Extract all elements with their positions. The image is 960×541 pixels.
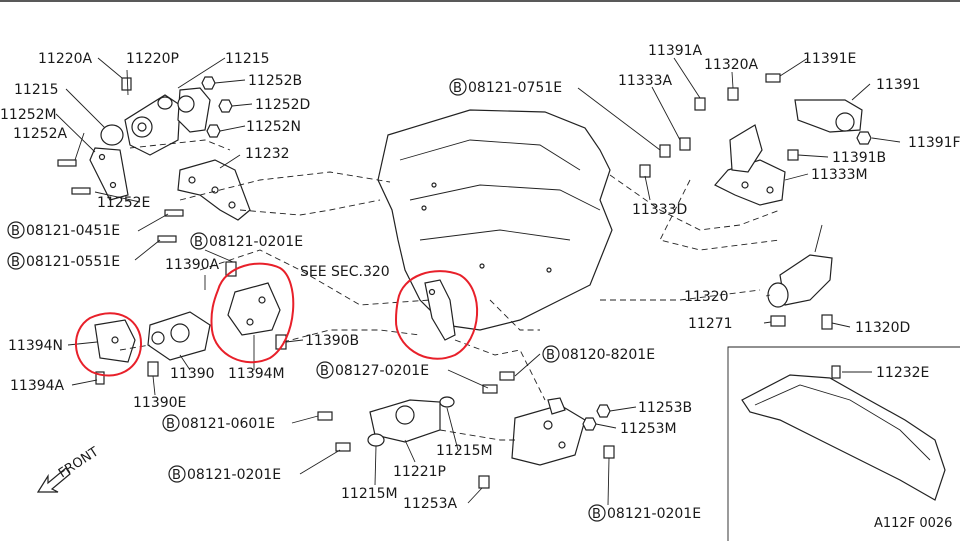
label-11221p: 11221P bbox=[393, 464, 446, 480]
engine-block bbox=[377, 109, 613, 331]
label-08121-0201e-c: 08121-0201E bbox=[187, 467, 281, 483]
label-11333d: 11333D bbox=[632, 202, 687, 218]
highlight-circle-center-bracket bbox=[394, 270, 479, 360]
label-11390a: 11390A bbox=[165, 257, 220, 273]
label-08121-0601e: 08121-0601E bbox=[181, 416, 275, 432]
b-marker-1: B bbox=[11, 224, 20, 239]
highlight-marks bbox=[75, 262, 479, 377]
bracket-11220p bbox=[121, 77, 211, 156]
label-11390: 11390 bbox=[170, 366, 215, 382]
label-11391b: 11391B bbox=[832, 150, 886, 166]
label-11394a: 11394A bbox=[10, 378, 65, 394]
label-11333a: 11333A bbox=[618, 73, 673, 89]
label-08121-0201e-d: 08121-0201E bbox=[607, 506, 701, 522]
fasteners-right bbox=[639, 87, 799, 178]
leader-lines bbox=[55, 57, 901, 506]
b-marker-4: B bbox=[453, 81, 462, 96]
label-11391e: 11391E bbox=[803, 51, 856, 67]
b-marker-2: B bbox=[11, 255, 20, 270]
label-11394m: 11394M bbox=[228, 366, 285, 382]
inset-box bbox=[727, 346, 960, 541]
label-11390b: 11390B bbox=[305, 333, 359, 349]
b-marker-6: B bbox=[320, 364, 329, 379]
b-marker-7: B bbox=[166, 417, 175, 432]
label-11252e: 11252E bbox=[97, 195, 150, 211]
label-11252b: 11252B bbox=[248, 73, 302, 89]
label-11252a: 11252A bbox=[13, 126, 68, 142]
label-11220p: 11220P bbox=[126, 51, 179, 67]
bracket-11394n bbox=[94, 319, 136, 385]
mount-11390 bbox=[147, 311, 211, 377]
label-11232e: 11232E bbox=[876, 365, 929, 381]
mount-11320 bbox=[767, 224, 833, 330]
label-11215m-right: 11215M bbox=[436, 443, 493, 459]
label-08120-8201e: 08120-8201E bbox=[561, 347, 655, 363]
label-08121-0451e: 08121-0451E bbox=[26, 223, 120, 239]
label-11391f: 11391F bbox=[908, 135, 960, 151]
label-11220a: 11220A bbox=[38, 51, 93, 67]
b-marker-8: B bbox=[172, 468, 181, 483]
front-arrow-icon bbox=[36, 467, 71, 493]
label-08121-0751e: 08121-0751E bbox=[468, 80, 562, 96]
label-11391: 11391 bbox=[876, 77, 921, 93]
label-11253a: 11253A bbox=[403, 496, 458, 512]
b-markers: B B B B B B B B B bbox=[7, 78, 606, 522]
bracket-11394m bbox=[225, 261, 287, 350]
bracket-11333m bbox=[714, 124, 786, 206]
highlight-circle-11394n bbox=[75, 312, 143, 377]
label-11271: 11271 bbox=[688, 316, 733, 332]
mount-11391 bbox=[765, 73, 872, 145]
diagram-code: A112F 0026 bbox=[874, 516, 952, 531]
b-marker-5: B bbox=[546, 348, 555, 363]
label-11320: 11320 bbox=[684, 289, 729, 305]
plate-11215 bbox=[89, 124, 129, 201]
fasteners-left bbox=[57, 76, 233, 243]
label-08127-0201e: 08127-0201E bbox=[335, 363, 429, 379]
label-11320a: 11320A bbox=[704, 57, 759, 73]
b-marker-9: B bbox=[592, 507, 601, 522]
part-labels: 11220A 11220P 11215 11252B 11252D 11252N… bbox=[0, 43, 960, 531]
label-see-sec-320: SEE SEC.320 bbox=[300, 264, 390, 280]
label-11215-left: 11215 bbox=[14, 82, 59, 98]
label-11215m-left: 11215M bbox=[341, 486, 398, 502]
label-11253m: 11253M bbox=[620, 421, 677, 437]
b-marker-3: B bbox=[194, 235, 203, 250]
label-08121-0551e: 08121-0551E bbox=[26, 254, 120, 270]
label-11252n: 11252N bbox=[246, 119, 301, 135]
label-08121-0201e-a: 08121-0201E bbox=[209, 234, 303, 250]
label-11394n: 11394N bbox=[8, 338, 63, 354]
label-11390e: 11390E bbox=[133, 395, 186, 411]
label-11333m: 11333M bbox=[811, 167, 868, 183]
engine-bracket-center bbox=[424, 279, 456, 341]
assembly-lines bbox=[119, 139, 781, 441]
label-11391a: 11391A bbox=[648, 43, 703, 59]
label-front: FRONT bbox=[56, 445, 101, 482]
label-11232: 11232 bbox=[245, 146, 290, 162]
mount-11253m bbox=[317, 371, 615, 489]
label-11215-top: 11215 bbox=[225, 51, 270, 67]
label-11252d: 11252D bbox=[255, 97, 310, 113]
highlight-circle-11394m bbox=[210, 262, 295, 364]
label-11253b: 11253B bbox=[638, 400, 692, 416]
label-11252m: 11252M bbox=[0, 107, 57, 123]
bracket-11232 bbox=[177, 159, 251, 221]
label-11320d: 11320D bbox=[855, 320, 910, 336]
